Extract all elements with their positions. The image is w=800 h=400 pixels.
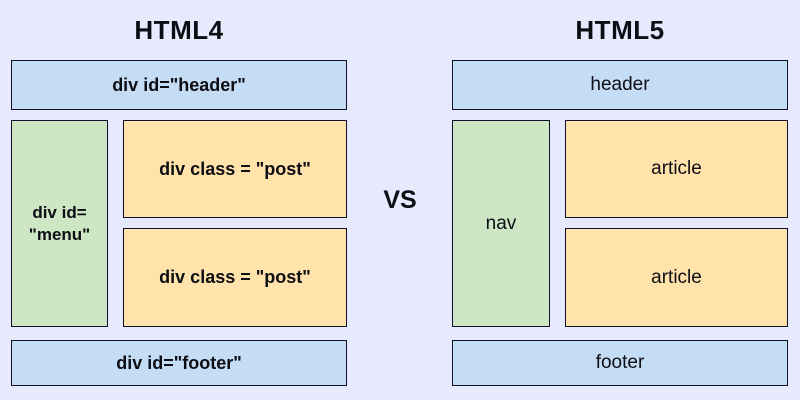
html5-nav-box: nav [452,120,550,327]
column-title-html4: HTML4 [134,15,224,45]
column-title-html5: HTML5 [575,15,665,45]
html5-article-box-2: article [565,228,788,327]
html4-footer-label: div id="footer" [116,352,242,373]
html4-post-box-2: div class = "post" [123,228,347,327]
html5-article-label-2: article [651,266,702,288]
html5-footer-box: footer [452,340,788,386]
html4-menu-box: div id= "menu" [11,120,108,327]
html5-header-box: header [452,60,788,110]
html5-nav-label: nav [485,212,517,234]
html5-article-box-1: article [565,120,788,218]
html4-footer-box: div id="footer" [11,340,347,386]
html4-menu-label: div id= "menu" [29,202,90,245]
html4-menu-label-line2: "menu" [28,224,91,244]
html5-header-label: header [590,74,650,96]
html4-post-label-2: div class = "post" [159,267,311,288]
html5-article-label-1: article [651,158,702,180]
html4-post-label-1: div class = "post" [159,158,311,179]
html4-menu-label-line1: div id= [32,203,87,223]
html5-footer-label: footer [595,352,645,374]
html4-header-label: div id="header" [112,74,246,95]
vs-divider-label: VS [383,186,417,214]
html4-header-box: div id="header" [11,60,347,110]
html4-post-box-1: div class = "post" [123,120,347,218]
